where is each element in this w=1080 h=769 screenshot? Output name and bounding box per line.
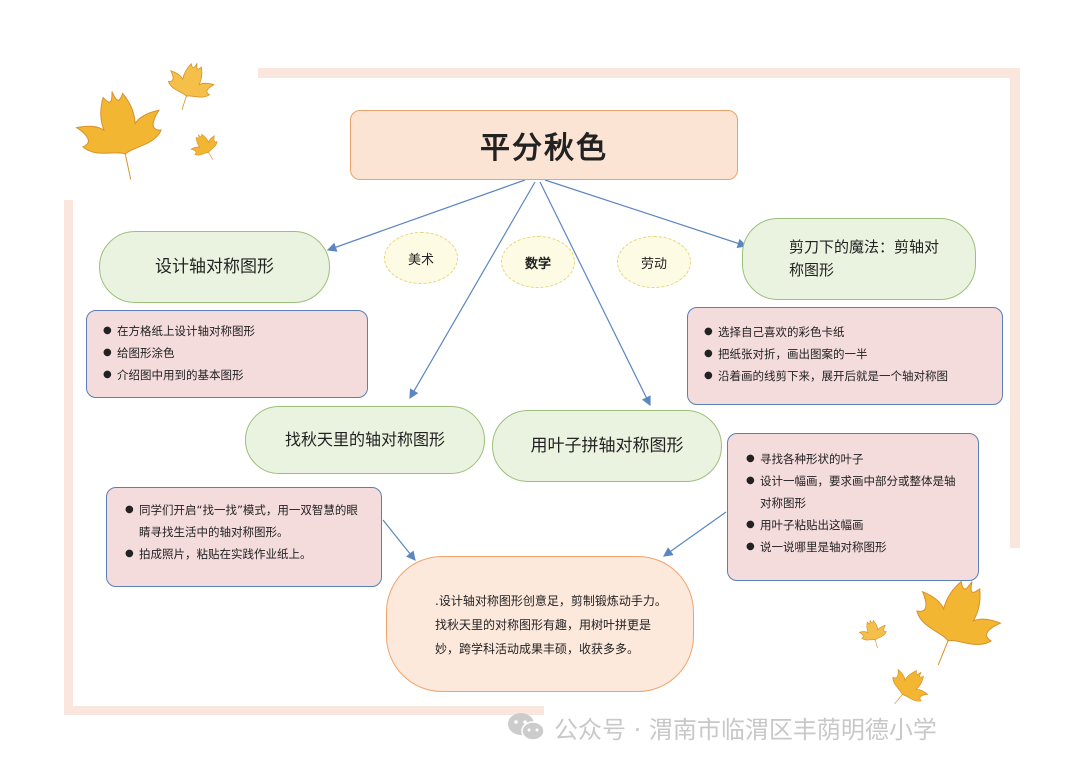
arrow-to-find: [409, 181, 536, 400]
decorative-frame-left: [64, 200, 73, 715]
watermark: 公众号 · 渭南市临渭区丰荫明德小学: [506, 707, 937, 747]
list-item: 在方格纸上设计轴对称图形: [103, 320, 353, 342]
arrow-to-scissors: [544, 179, 748, 248]
list-item: 说一说哪里是轴对称图形: [746, 536, 964, 558]
arrow-to-design: [326, 179, 526, 252]
subject-math-oval: 数学: [501, 236, 575, 288]
maple-leaf-icon: [892, 668, 929, 705]
steps-find-box: 同学们开启“找一找”模式，用一双智慧的眼睛寻找生活中的轴对称图形。 拍成照片，粘…: [106, 487, 382, 587]
maple-leaf-icon: [167, 62, 215, 110]
list-item: 寻找各种形状的叶子: [746, 448, 964, 470]
maple-leaf-icon: [190, 133, 218, 160]
list-item: 设计一幅画，要求画中部分或整体是轴对称图形: [746, 470, 964, 514]
steps-design-box: 在方格纸上设计轴对称图形 给图形涂色 介绍图中用到的基本图形: [86, 310, 368, 398]
list-item: 沿着画的线剪下来，展开后就是一个轴对称图: [704, 365, 988, 387]
topic-scissors: 剪刀下的魔法：剪轴对称图形: [742, 218, 976, 300]
list-item: 用叶子粘贴出这幅画: [746, 514, 964, 536]
topic-leaves: 用叶子拼轴对称图形: [492, 410, 722, 482]
list-item: 把纸张对折，画出图案的一半: [704, 343, 988, 365]
subject-art-oval: 美术: [384, 232, 458, 284]
steps-scissors-box: 选择自己喜欢的彩色卡纸 把纸张对折，画出图案的一半 沿着画的线剪下来，展开后就是…: [687, 307, 1003, 405]
list-item: 拍成照片，粘贴在实践作业纸上。: [125, 543, 359, 565]
page-title: 平分秋色: [350, 110, 738, 180]
list-item: 介绍图中用到的基本图形: [103, 364, 353, 386]
topic-design: 设计轴对称图形: [99, 231, 330, 303]
arrow-leaves-to-summary: [663, 511, 727, 557]
list-item: 同学们开启“找一找”模式，用一双智慧的眼睛寻找生活中的轴对称图形。: [125, 499, 359, 543]
summary-box: .设计轴对称图形创意足，剪制锻炼动手力。找秋天里的对称图形有趣，用树叶拼更是妙，…: [386, 556, 694, 692]
topic-find: 找秋天里的轴对称图形: [245, 406, 485, 474]
maple-leaf-icon: [75, 91, 162, 180]
decorative-frame-right: [1010, 68, 1020, 548]
watermark-text: 公众号 · 渭南市临渭区丰荫明德小学: [554, 715, 937, 744]
arrow-find-to-summary: [382, 519, 416, 561]
steps-leaves-box: 寻找各种形状的叶子 设计一幅画，要求画中部分或整体是轴对称图形 用叶子粘贴出这幅…: [727, 433, 979, 581]
maple-leaf-icon: [858, 619, 887, 649]
maple-leaf-icon: [916, 580, 1002, 666]
list-item: 给图形涂色: [103, 342, 353, 364]
decorative-frame-top: [258, 68, 1020, 78]
arrow-to-leaves: [539, 181, 651, 407]
subject-labor-oval: 劳动: [617, 236, 691, 288]
decorative-frame-bottom: [64, 706, 544, 715]
list-item: 选择自己喜欢的彩色卡纸: [704, 321, 988, 343]
wechat-icon: [508, 713, 545, 741]
